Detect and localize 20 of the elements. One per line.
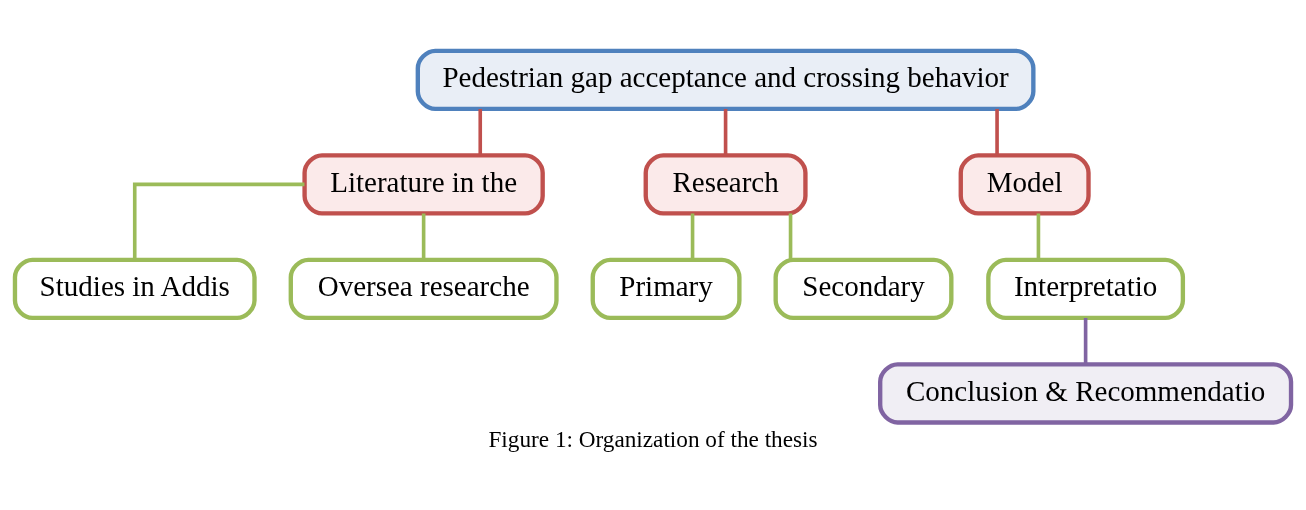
node-box: Literature in the [302, 152, 545, 216]
connector [788, 213, 793, 260]
connector [690, 213, 695, 260]
node-box: Studies in Addis [12, 257, 257, 320]
caption: Figure 1: Organization of the thesis [488, 425, 818, 452]
node-box: Pedestrian gap acceptance and crossing behavior [415, 48, 1036, 111]
node-box: Conclusion & Recommendatio [878, 361, 1294, 425]
node-box: Interpretatio [986, 257, 1186, 320]
node-box: Primary [590, 257, 742, 320]
node-box: Secondary [773, 257, 954, 320]
connector [1083, 317, 1088, 364]
connector [1036, 213, 1041, 260]
connector [995, 108, 999, 155]
node-box: Model [958, 152, 1091, 216]
node-box: Research [643, 152, 808, 216]
connector [421, 213, 426, 260]
connector [723, 108, 728, 155]
connector [132, 182, 305, 260]
node-box: Oversea researche [288, 257, 559, 320]
connector [478, 108, 483, 155]
